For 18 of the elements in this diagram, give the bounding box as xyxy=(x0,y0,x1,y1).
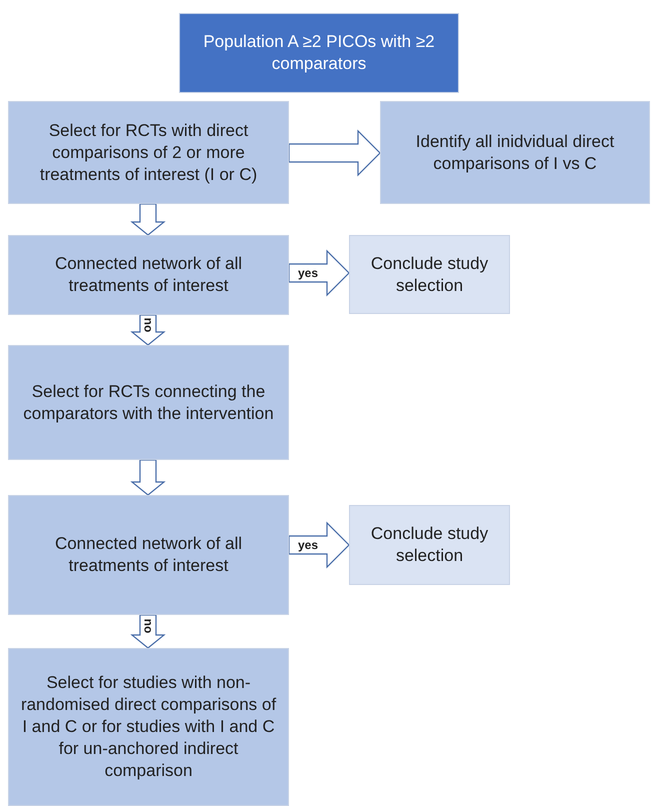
edge-label: yes xyxy=(298,539,318,551)
process-box: Select for RCTs with direct comparisons of 2 or more treatments of interest (I or C) xyxy=(8,101,289,204)
block-arrow xyxy=(288,522,350,568)
process-box: Conclude study selection xyxy=(349,235,510,314)
process-box: Connected network of all treatments of interest xyxy=(8,495,289,615)
edge-label: no xyxy=(142,618,154,634)
process-box: Conclude study selection xyxy=(349,505,510,585)
start-box: Population A ≥2 PICOs with ≥2 comparators xyxy=(179,13,459,93)
block-arrow xyxy=(130,203,166,236)
process-box: Select for RCTs connecting the comparators with the intervention xyxy=(8,345,289,460)
process-box: Identify all inidvidual direct comparisons of I vs C xyxy=(380,101,650,204)
block-arrow xyxy=(288,250,350,296)
edge-label: no xyxy=(142,317,154,332)
edge-label: yes xyxy=(298,267,318,279)
process-box: Connected network of all treatments of interest xyxy=(8,235,289,315)
block-arrow xyxy=(288,130,381,176)
process-box: Select for studies with non-randomised direct comparisons of I and C or for studies with I and C for un-anchored indirect comparison xyxy=(8,648,289,806)
block-arrow xyxy=(130,459,166,496)
